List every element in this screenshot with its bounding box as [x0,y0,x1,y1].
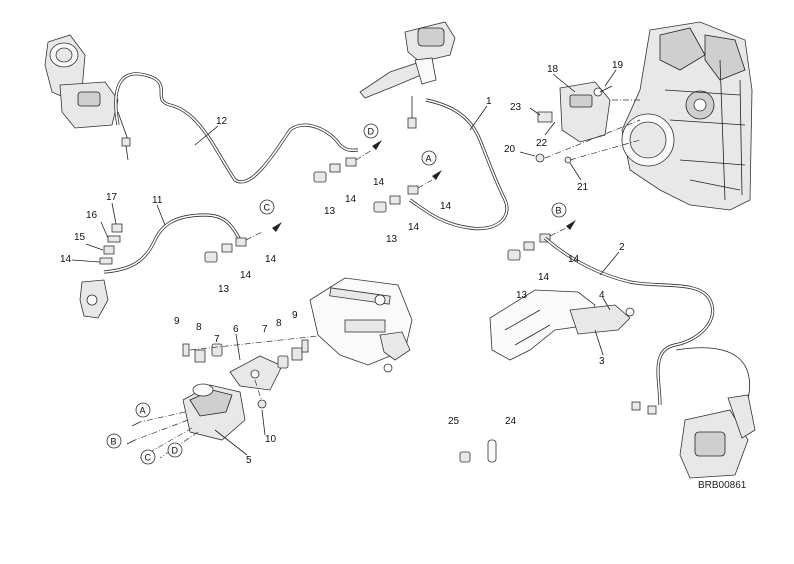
front-caliper-left [44,34,131,161]
brake-hose-12 [114,72,359,184]
callout-4: 4 [599,290,605,301]
connector-c-abs-circle [140,449,156,465]
connector-a-top-circle [421,150,437,166]
connector-d-top: D [368,127,375,137]
callout-labels: 1 2 3 4 5 6 7 7 8 8 9 9 10 11 12 13 13 1… [60,60,625,466]
callout-12: 12 [216,116,228,127]
connector-b-abs-circle [106,433,122,449]
connector-b-top-circle [551,202,567,218]
connector-c-top-circle [259,199,275,215]
abs-mount-hardware [182,335,319,409]
bracket-18-assembly [535,81,641,164]
connector-b-abs: B [111,437,117,447]
callout-14a: 14 [345,194,357,205]
banjo-fittings [204,149,567,263]
callout-16: 16 [86,210,98,221]
front-master-cylinder [359,21,456,129]
connector-b-top: B [556,206,562,216]
callout-11: 11 [152,195,163,206]
brake-hose-1 [409,98,509,231]
connector-a-abs: A [140,406,146,416]
callout-6: 6 [233,324,239,335]
connector-a-abs-circle [135,402,151,418]
callout-2: 2 [619,242,625,253]
rear-caliper [631,347,756,479]
callout-13c: 13 [218,284,230,295]
callout-14d: 14 [440,201,452,212]
callout-17: 17 [106,192,118,203]
callout-8b: 8 [276,318,282,329]
fitting-stack-left [79,223,123,319]
callout-10: 10 [265,434,277,445]
callout-19: 19 [612,60,624,71]
connector-d-top-circle [363,123,379,139]
callout-18: 18 [547,64,559,75]
callout-24: 24 [505,416,517,427]
callout-13a: 13 [324,206,336,217]
engine-illustration [621,21,753,211]
callout-14i: 14 [60,254,72,265]
connector-a-top: A [426,154,432,164]
connector-d-abs-circle [167,442,183,458]
callout-21: 21 [577,182,589,193]
callout-15: 15 [74,232,86,243]
callout-14b: 14 [373,177,385,188]
callout-7b: 7 [262,324,268,335]
callout-20: 20 [504,144,516,155]
electronics-bracket [309,277,413,373]
callout-23: 23 [510,102,522,113]
direction-arrows [272,140,576,232]
callout-14h: 14 [568,254,580,265]
small-parts [459,439,497,463]
connector-c-abs: C [145,453,152,463]
connector-d-abs: D [172,446,179,456]
callout-1: 1 [486,96,492,107]
connector-markers: D A C B A B C D [106,123,567,465]
leader-lines [71,69,620,456]
callout-5: 5 [246,455,252,466]
connector-c-top: C [264,203,271,213]
callout-14c: 14 [408,222,420,233]
drawing-code: BRB00861 [698,480,747,491]
callout-13b: 13 [386,234,398,245]
callout-9a: 9 [174,316,180,327]
callout-7a: 7 [214,334,220,345]
callout-3: 3 [599,356,605,367]
callout-22: 22 [536,138,548,149]
callout-13d: 13 [516,290,528,301]
callout-8a: 8 [196,322,202,333]
callout-9b: 9 [292,310,298,321]
rear-frame-section [489,289,635,361]
brake-hose-11 [103,213,242,274]
callout-14f: 14 [265,254,277,265]
callout-14e: 14 [240,270,252,281]
abs-unit [126,383,246,459]
callout-14g: 14 [538,272,550,283]
callout-25: 25 [448,416,460,427]
